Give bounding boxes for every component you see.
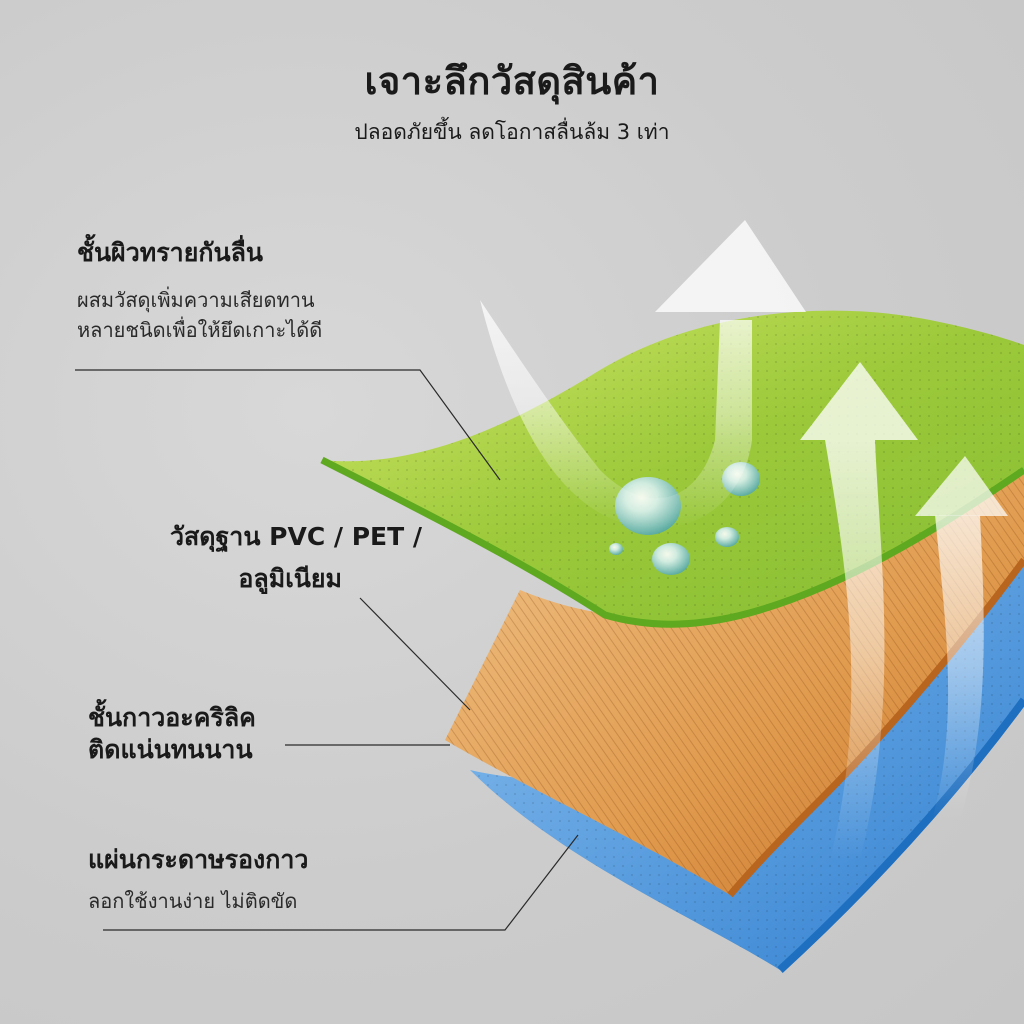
water-drop-icon — [609, 543, 623, 555]
page-subtitle: ปลอดภัยขึ้น ลดโอกาสลื่นล้ม 3 เท่า — [354, 120, 670, 144]
leader-line-liner — [103, 834, 579, 931]
leader-lines — [75, 369, 579, 931]
arrows — [480, 220, 1008, 860]
adhesive-layer-title-2: ติดแน่นทนนาน — [88, 735, 253, 764]
surface-layer-title: ชั้นผิวทรายกันลื่น — [77, 238, 263, 267]
leader-line-surface — [75, 369, 501, 481]
adhesive-layer-title-1: ชั้นกาวอะคริลิค — [88, 703, 256, 732]
up-arrow-icon — [800, 362, 918, 860]
page-title: เจาะลึกวัสดุสินค้า — [364, 59, 660, 103]
water-drop-icon — [652, 543, 690, 575]
base-layer-title-2: อลูมิเนียม — [238, 564, 342, 593]
up-arrow-icon — [480, 220, 806, 529]
base-layer-title-1: วัสดุฐาน PVC / PET / — [169, 522, 422, 551]
up-arrow-icon — [915, 456, 1008, 820]
liner-layer-title: แผ่นกระดาษรองกาว — [88, 845, 309, 874]
water-drop-icon — [715, 527, 739, 547]
leader-line-base — [359, 597, 471, 711]
liner-layer-desc: ลอกใช้งานง่าย ไม่ติดขัด — [88, 889, 298, 913]
surface-layer-desc-1: ผสมวัสดุเพิ่มความเสียดทาน — [77, 288, 315, 312]
surface-layer-desc-2: หลายชนิดเพื่อให้ยึดเกาะได้ดี — [77, 318, 323, 342]
